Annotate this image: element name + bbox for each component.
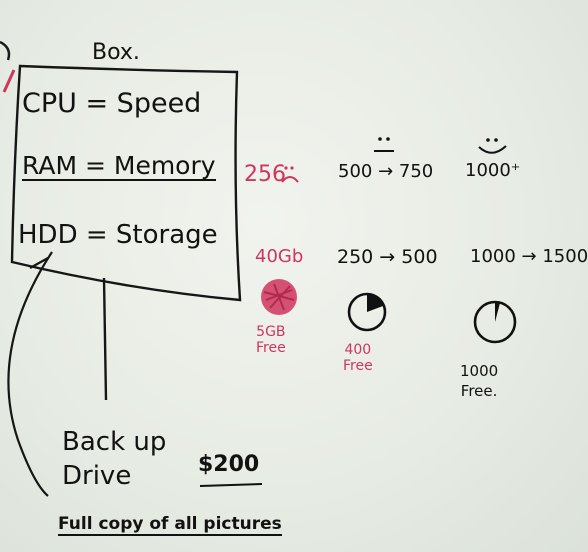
curve-tick-mark [29,257,49,269]
cpu-label: CPU = Speed [22,88,202,119]
sad-face-icon [281,166,299,183]
hdd-label: HDD = Storage [18,220,218,250]
ram-low-value: 256 [244,162,286,187]
hdd-mid-value: 250 → 500 [337,246,438,268]
ram-mid-value: 500 → 750 [338,161,434,182]
red-tick-mark [2,69,16,93]
left-edge-curve-mark [0,40,11,61]
big-disk-free-label: 1000 Free. [460,362,499,400]
backup-price: $200 [198,452,260,477]
half-full-disk-icon [347,292,387,332]
red-full-disk-icon [261,279,297,315]
backup-note: Full copy of all pictures [58,514,282,536]
hdd-high-value: 1000 → 1500 [470,246,588,267]
smiley-face-icon [478,138,507,154]
box-title: Box. [92,40,140,65]
price-underline [199,483,263,487]
hdd-curve-line [7,251,53,497]
ram-label: RAM = Memory [22,151,216,181]
box-outline [10,64,242,302]
mid-disk-free-label: 400 Free [343,342,373,375]
box-to-drive-line [102,277,108,401]
ram-high-value: 1000⁺ [465,160,521,181]
hdd-low-value: 40Gb [255,246,304,267]
mostly-empty-disk-icon [473,300,517,344]
red-disk-free-label: 5GB Free [256,324,286,357]
backup-drive-label: Back up Drive [62,427,167,491]
neutral-face-icon [374,137,394,152]
